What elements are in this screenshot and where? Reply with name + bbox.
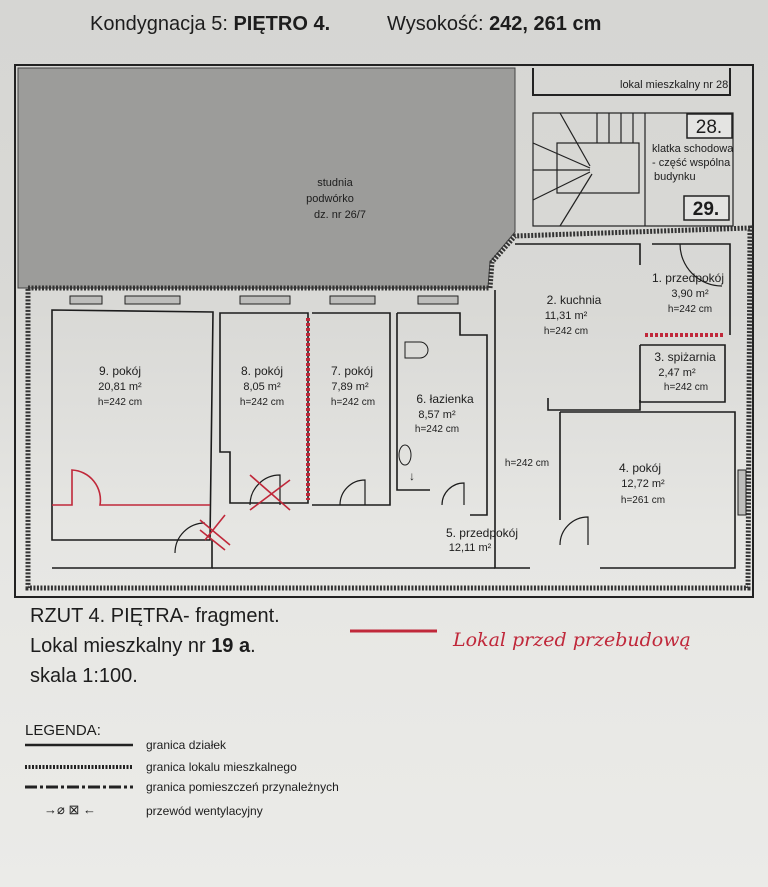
svg-text:8. pokój: 8. pokój [241,364,283,378]
legend-label-4: przewód wentylacyjny [146,804,263,818]
level-title: Kondygnacja 5: PIĘTRO 4. [90,13,330,35]
svg-text:8,05 m²: 8,05 m² [243,381,281,393]
room-2: 2. kuchnia 11,31 m² h=242 cm [544,293,602,337]
svg-text:3,90 m²: 3,90 m² [671,288,709,300]
courtyard-label-1: studnia [317,177,353,189]
svg-text:h=242 cm: h=242 cm [668,304,712,315]
red-markup [52,318,725,551]
svg-text:8,57 m²: 8,57 m² [418,409,456,421]
windows [69,295,747,516]
svg-text:12,11 m²: 12,11 m² [449,542,492,554]
svg-text:2. kuchnia: 2. kuchnia [547,293,602,307]
stair-number-28: 28. [696,117,722,138]
svg-text:4. pokój: 4. pokój [619,461,661,475]
room-8: 8. pokój 8,05 m² h=242 cm [240,364,284,408]
room-3: 3. spiżarnia 2,47 m² h=242 cm [654,350,716,393]
svg-text:h=242 cm: h=242 cm [544,326,588,337]
neighbour-flat-wall [532,68,731,96]
svg-text:20,81 m²: 20,81 m² [98,381,142,393]
svg-text:h=242 cm: h=242 cm [331,397,375,408]
annotation-handwritten: Lokal przed przebudową [452,629,691,651]
legend-label-1: granica działek [146,738,227,752]
room-4: 4. pokój 12,72 m² h=261 cm [619,461,665,506]
neighbour-flat-label: lokal mieszkalny nr 28 [620,79,728,91]
room-6: 6. łazienka 8,57 m² h=242 cm [415,392,474,435]
caption-line-3: skala 1:100. [30,665,138,687]
legend-label-3: granica pomieszczeń przynależnych [146,780,339,794]
staircase-label-1: klatka schodowa [652,143,734,155]
svg-text:2,47 m²: 2,47 m² [658,367,696,379]
svg-text:h=242 cm: h=242 cm [505,458,549,469]
svg-text:h=242 cm: h=242 cm [664,382,708,393]
courtyard-label-2: podwórko [306,193,354,205]
svg-text:h=242 cm: h=242 cm [240,397,284,408]
room-7: 7. pokój 7,89 m² h=242 cm [331,364,375,408]
svg-text:h=242 cm: h=242 cm [98,397,142,408]
stair-number-29: 29. [693,199,719,220]
svg-text:6. łazienka: 6. łazienka [416,392,474,406]
courtyard-label-3: dz. nr 26/7 [314,209,366,221]
bathroom-fixtures [398,341,429,466]
svg-text:5. przedpokój: 5. przedpokój [446,526,518,540]
svg-text:7. pokój: 7. pokój [331,364,373,378]
svg-text:12,72 m²: 12,72 m² [621,478,665,490]
ventilation-arrow-icon: ↓ [409,469,415,483]
legend-label-2: granica lokalu mieszkalnego [146,760,297,774]
stair-number-box-28 [686,113,733,139]
svg-text:h=242 cm: h=242 cm [415,424,459,435]
room-1: 1. przedpokój 3,90 m² h=242 cm [652,271,724,315]
svg-text:1. przedpokój: 1. przedpokój [652,271,724,285]
room-5: 5. przedpokój 12,11 m² h=242 cm [446,458,549,554]
room-9: 9. pokój 20,81 m² h=242 cm [98,364,142,408]
apartment-boundary [25,225,753,591]
staircase-label-2: - część wspólna [652,157,731,169]
staircase-label-3: budynku [654,171,696,183]
caption-line-1: RZUT 4. PIĘTRA- fragment. [30,605,280,627]
courtyard-area [17,67,516,289]
caption-line-2: Lokal mieszkalny nr 19 a. [30,635,256,657]
svg-text:11,31 m²: 11,31 m² [545,310,588,322]
plot-boundary [14,64,754,598]
svg-text:h=261 cm: h=261 cm [621,495,665,506]
height-title: Wysokość: 242, 261 cm [387,13,601,35]
staircase [532,112,734,227]
door-swings [174,243,723,554]
room-walls [51,243,736,569]
svg-text:7,89 m²: 7,89 m² [331,381,369,393]
svg-text:3. spiżarnia: 3. spiżarnia [654,350,716,364]
ventilation-legend-icon: →⌀ ⊠ ← [44,802,96,817]
svg-text:9. pokój: 9. pokój [99,364,141,378]
legend-title: LEGENDA: [25,722,101,739]
stair-number-box-29 [683,195,730,221]
